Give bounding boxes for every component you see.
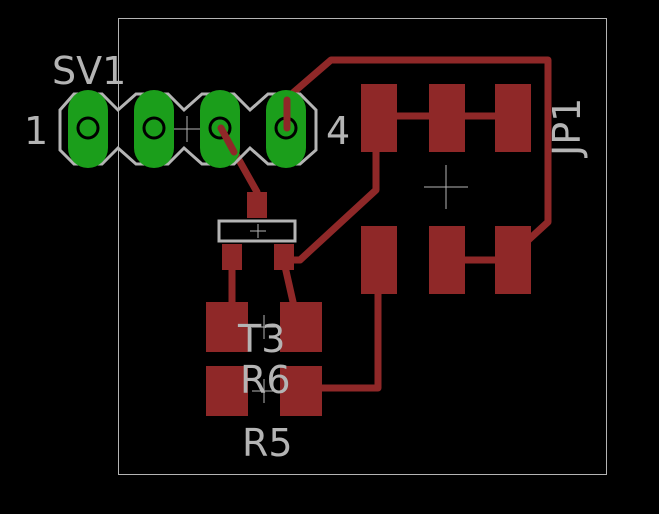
t3-pad — [274, 244, 294, 270]
sv1-pin4-label: 4 — [326, 109, 350, 153]
resistor-pads — [206, 302, 322, 416]
jp1-pad — [429, 84, 465, 152]
jp1-pad — [495, 84, 531, 152]
sv1-header-outline — [58, 92, 318, 166]
r6-pad — [280, 302, 322, 352]
t3-pad — [247, 192, 267, 218]
r6-pad — [206, 302, 248, 352]
t3-body — [217, 219, 297, 243]
jp1-origin-marker — [424, 165, 468, 209]
sv1-pin — [68, 90, 108, 168]
t3-pads — [222, 192, 294, 270]
jp1-pad — [495, 226, 531, 294]
sv1-origin-marker — [174, 116, 200, 142]
pad-exit-traces — [217, 96, 291, 156]
r6-label: R6 — [240, 358, 291, 402]
t3-pad — [222, 244, 242, 270]
board-outline — [118, 18, 607, 475]
origin-markers — [174, 116, 468, 403]
r5-origin-marker — [252, 379, 276, 403]
jp1-pad — [429, 226, 465, 294]
r6-origin-marker — [252, 315, 276, 339]
r5-pad — [206, 366, 248, 416]
r5-label: R5 — [242, 421, 293, 465]
r5-pad — [280, 366, 322, 416]
sv1-label: SV1 — [52, 49, 126, 93]
jp1-pad — [361, 226, 397, 294]
sv1-pin1-label: 1 — [24, 109, 48, 153]
sv1-pin — [134, 90, 174, 168]
jp1-pads — [361, 84, 531, 294]
jp1-pad — [361, 84, 397, 152]
t3-label: T3 — [237, 317, 285, 361]
silkscreen-labels: SV1 1 4 JP1 T3 R6 R5 — [24, 49, 589, 465]
jp1-label: JP1 — [545, 98, 589, 158]
